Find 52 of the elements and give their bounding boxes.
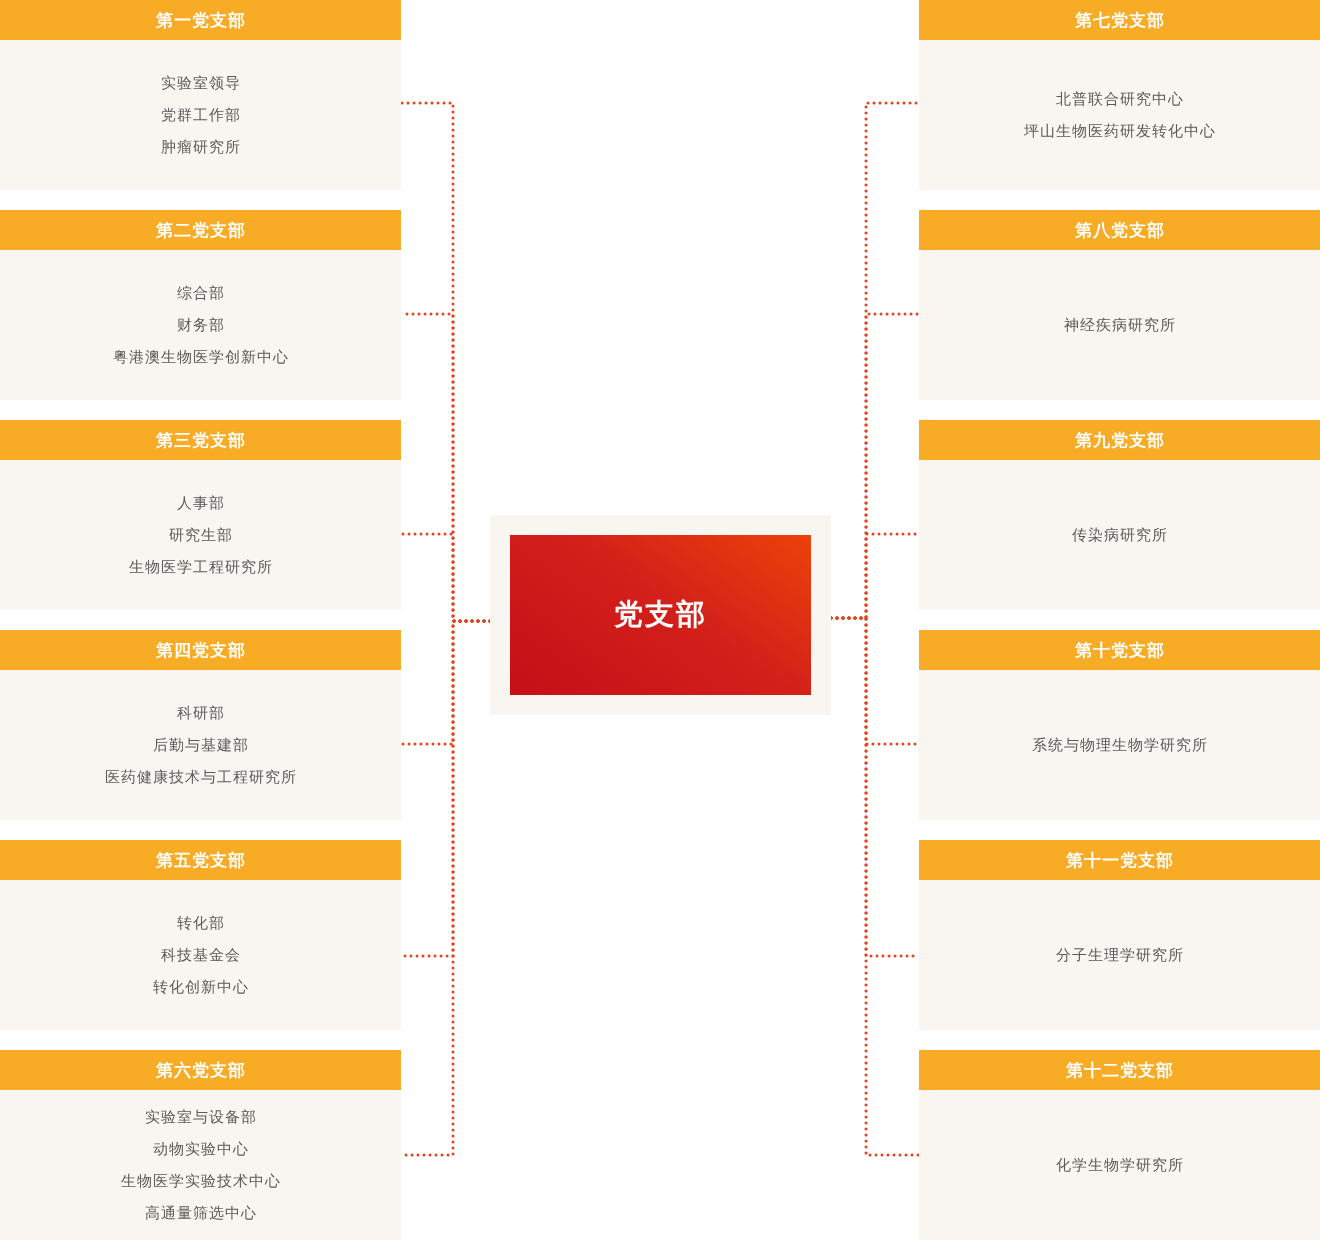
header-band: 第五党支部 [0, 840, 401, 880]
unit-name: 肿瘤研究所 [160, 137, 241, 157]
unit-name: 坪山生物医药研发转化中心 [1023, 121, 1216, 141]
unit-name: 医药健康技术与工程研究所 [104, 767, 297, 787]
unit-name: 转化创新中心 [152, 977, 249, 997]
branch-card [919, 840, 1320, 1030]
header-band: 第十党支部 [919, 630, 1320, 670]
unit-name: 科研部 [176, 703, 225, 723]
header-band: 第十二党支部 [919, 1050, 1320, 1090]
branch-card [919, 420, 1320, 610]
unit-name: 人事部 [176, 493, 225, 513]
unit-name: 财务部 [176, 315, 225, 335]
branch-card [0, 1050, 401, 1240]
unit-name: 粤港澳生物医学创新中心 [112, 347, 289, 367]
unit-name: 实验室与设备部 [144, 1107, 257, 1127]
header-band: 第一党支部 [0, 0, 401, 40]
unit-name: 分子生理学研究所 [1055, 945, 1184, 965]
title-box: 党支部 [510, 535, 811, 695]
branch-card [0, 420, 401, 610]
branch-card [919, 210, 1320, 400]
unit-name: 化学生物学研究所 [1055, 1155, 1184, 1175]
unit-name: 北普联合研究中心 [1055, 89, 1184, 109]
branch-card [919, 630, 1320, 820]
unit-name: 转化部 [176, 913, 225, 933]
unit-name: 综合部 [176, 283, 225, 303]
unit-name: 高通量筛选中心 [144, 1203, 257, 1223]
unit-name: 系统与物理生物学研究所 [1031, 735, 1208, 755]
header-band: 第四党支部 [0, 630, 401, 670]
unit-name: 科技基金会 [160, 945, 241, 965]
unit-name: 党群工作部 [160, 105, 241, 125]
header-band: 第六党支部 [0, 1050, 401, 1090]
unit-name: 动物实验中心 [152, 1139, 249, 1159]
unit-name: 生物医学实验技术中心 [120, 1171, 281, 1191]
unit-name: 后勤与基建部 [152, 735, 249, 755]
unit-name: 生物医学工程研究所 [128, 557, 273, 577]
unit-name: 神经疾病研究所 [1063, 315, 1176, 335]
branch-card [0, 0, 401, 190]
header-band: 第十一党支部 [919, 840, 1320, 880]
branch-card [0, 840, 401, 1030]
unit-name: 研究生部 [168, 525, 233, 545]
header-band: 第二党支部 [0, 210, 401, 250]
unit-name: 传染病研究所 [1071, 525, 1168, 545]
header-band: 第九党支部 [919, 420, 1320, 460]
branch-card [0, 630, 401, 820]
frame-panel [490, 515, 831, 715]
unit-name: 实验室领导 [160, 73, 241, 93]
branch-card [919, 1050, 1320, 1240]
branch-card [0, 210, 401, 400]
header-band: 第三党支部 [0, 420, 401, 460]
header-band: 第八党支部 [919, 210, 1320, 250]
header-band: 第七党支部 [919, 0, 1320, 40]
branch-card [919, 0, 1320, 190]
